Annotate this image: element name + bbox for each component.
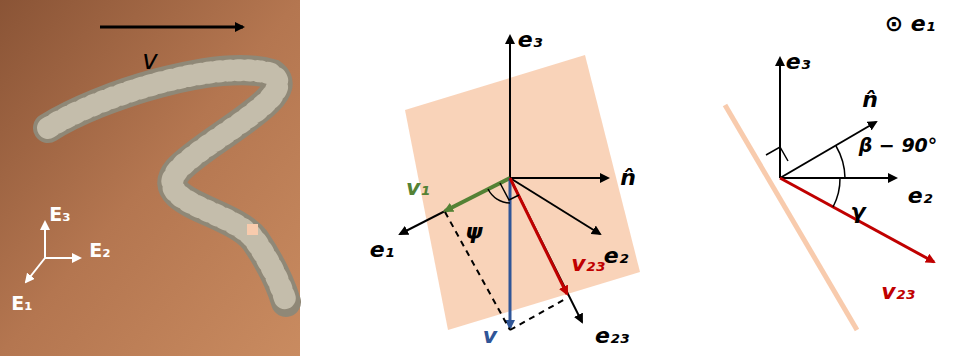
- normal-label: n̂: [862, 89, 878, 111]
- axis-label: e₃: [518, 29, 543, 51]
- axis-label: e₂: [604, 245, 629, 267]
- vector-label: v₂₃: [881, 281, 915, 303]
- axis-label: e₃: [786, 51, 811, 73]
- axis-label: E₂: [89, 241, 110, 260]
- axis-label: e₁: [370, 239, 395, 261]
- normal-label: n̂: [620, 167, 636, 189]
- vector-label: v: [483, 325, 497, 347]
- angle-label: ψ: [465, 221, 482, 243]
- vector-label: v₂₃: [571, 253, 605, 275]
- angle-label: γ: [851, 201, 866, 223]
- axis-label: E₃: [49, 205, 70, 224]
- axis-label: e₂: [908, 185, 933, 207]
- axis-label: E₁: [11, 294, 32, 313]
- cross-section-diagram: [725, 58, 934, 330]
- axis-label: e₂₃: [595, 325, 629, 347]
- vector-label: v₁: [406, 177, 430, 199]
- velocity-label: v: [142, 47, 157, 73]
- snake-photo: [0, 0, 300, 356]
- out-of-plane-label: ⊙ e₁: [885, 13, 936, 35]
- angle-label: β − 90°: [859, 136, 938, 155]
- vector-diagram: [400, 36, 640, 330]
